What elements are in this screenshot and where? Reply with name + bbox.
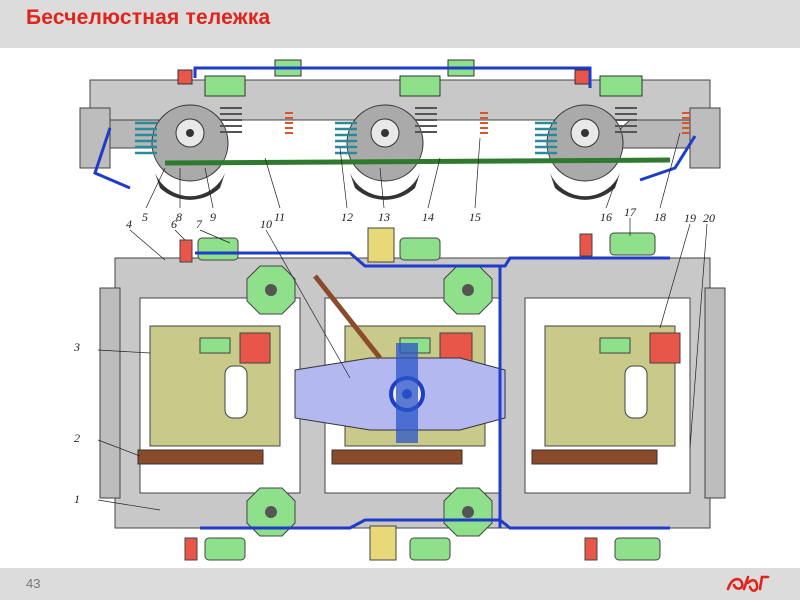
wheel [151, 104, 229, 200]
callout-label: 3 [73, 340, 80, 354]
wheel [346, 104, 424, 200]
coil-springs [135, 121, 557, 155]
callout-label: 6 [171, 217, 177, 231]
callout-label: 9 [210, 210, 216, 224]
callout-label: 13 [378, 210, 390, 224]
callout-label: 11 [274, 210, 285, 224]
callout-label: 18 [654, 210, 666, 224]
callout-label: 2 [74, 431, 80, 445]
callout-label: 1 [74, 492, 80, 506]
bogie-drawing: 5 8 9 11 12 13 14 15 16 18 [70, 48, 730, 573]
callout-label: 15 [469, 210, 481, 224]
plan-view: 4 6 7 10 17 19 20 3 2 1 [73, 205, 726, 561]
callout-label: 4 [126, 217, 132, 231]
callout-label: 20 [703, 211, 715, 225]
callout-label: 14 [422, 210, 434, 224]
footer-band: 43 [0, 568, 800, 600]
slide-title: Бесчелюстная тележка [26, 6, 271, 29]
wheel [546, 104, 624, 200]
side-view: 5 8 9 11 12 13 14 15 16 18 [79, 59, 721, 224]
callout-label: 16 [600, 210, 612, 224]
axle-box [149, 325, 281, 447]
callout-label: 5 [142, 210, 148, 224]
callout-label: 8 [176, 210, 182, 224]
title-band: Бесчелюстная тележка [0, 0, 800, 48]
callout-label: 10 [260, 217, 272, 231]
axle-box [544, 325, 681, 447]
rzd-logo-icon [724, 569, 770, 602]
callout-label: 12 [341, 210, 353, 224]
callout-label: 17 [624, 205, 637, 219]
callout-label: 19 [684, 211, 696, 225]
bolster [294, 343, 506, 443]
page-number: 43 [26, 576, 41, 591]
callout-label: 7 [196, 217, 203, 231]
gray-springs [220, 107, 637, 133]
brake-cylinders [197, 232, 661, 561]
mount-centers [265, 284, 474, 518]
